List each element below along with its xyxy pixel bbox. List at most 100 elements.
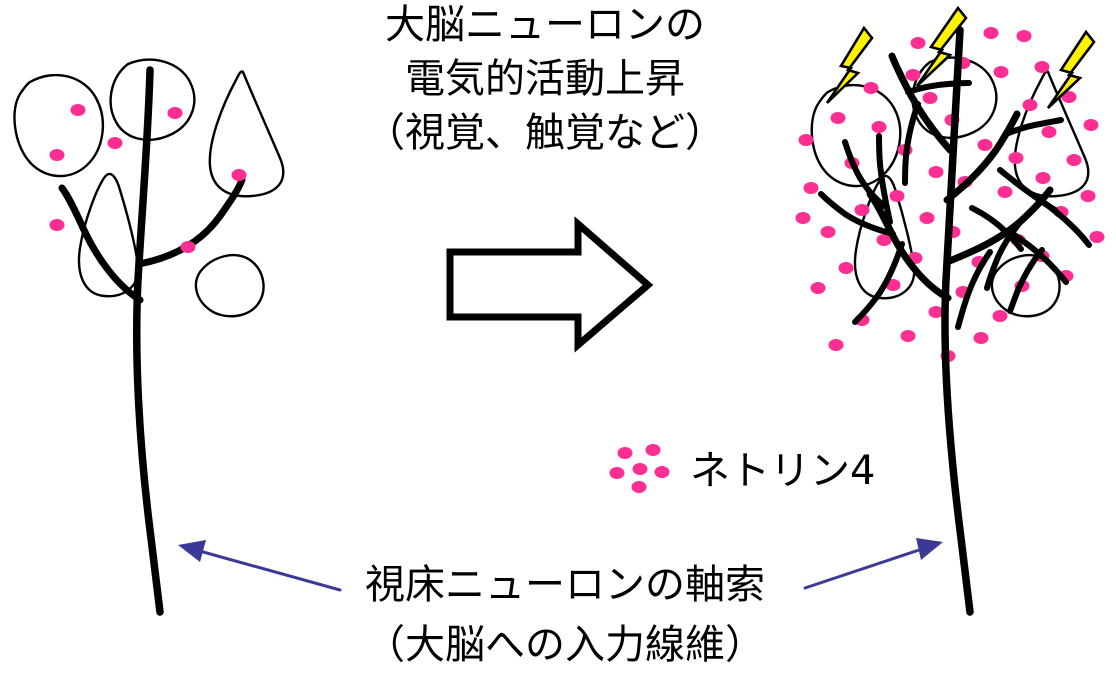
netrin-dot <box>928 166 944 178</box>
axon-twig <box>1007 247 1045 314</box>
annotation-arrow-right-head <box>916 538 943 560</box>
netrin-dot <box>167 107 183 119</box>
netrin-dot <box>973 332 989 344</box>
netrin-dot <box>863 82 879 94</box>
soma-outline <box>810 83 902 188</box>
legend-marker-icon <box>609 444 670 493</box>
netrin-dot <box>838 262 854 274</box>
netrin-dot <box>1016 30 1032 42</box>
soma-outline <box>109 58 196 141</box>
netrin-dot <box>798 134 814 146</box>
lightning-bolt-icon <box>915 5 968 87</box>
axon-twig <box>905 80 972 95</box>
caption-block: 視床ニューロンの軸索 （大脳への入力線維） <box>365 562 765 668</box>
title-line-3: （視覚、触覚など） <box>365 110 725 156</box>
netrin-dot <box>977 139 993 151</box>
netrin-dot <box>1022 99 1038 111</box>
netrin-dot <box>107 137 123 149</box>
netrin-dot <box>854 204 870 216</box>
netrin-dot <box>900 330 916 342</box>
netrin-dot <box>905 69 921 81</box>
legend-dot <box>654 466 670 478</box>
legend-dot <box>632 463 648 475</box>
netrin-dot <box>180 241 196 253</box>
axon-twig <box>1037 197 1092 248</box>
netrin-dot <box>997 186 1013 198</box>
netrin-dot <box>889 190 905 202</box>
netrin-dot <box>919 212 935 224</box>
legend-dot <box>609 467 625 479</box>
netrin-dot <box>820 226 836 238</box>
netrin-dot <box>993 66 1009 78</box>
netrin-dot <box>1083 119 1099 131</box>
soma-outline <box>77 172 140 298</box>
netrin-dot <box>922 92 938 104</box>
soma-group-left <box>13 58 285 318</box>
axon-twig <box>969 205 1024 252</box>
netrin-dot <box>1041 126 1057 138</box>
netrin-dot <box>70 104 86 116</box>
netrin-dot <box>871 121 887 133</box>
transition-arrow-icon <box>446 216 654 353</box>
netrin-dot <box>1080 190 1096 202</box>
netrin-dot <box>828 339 844 351</box>
netrin-dot <box>910 37 926 49</box>
netrin-dot <box>1061 91 1077 103</box>
legend-dot <box>617 447 633 459</box>
axon-branch <box>943 110 1021 204</box>
axon-twig <box>852 241 905 325</box>
axon-trunk <box>133 66 164 616</box>
lightning-bolt-group <box>825 5 1096 109</box>
netrin-dot <box>928 306 944 318</box>
lightning-bolt-icon <box>825 25 874 104</box>
axon-twig <box>1003 117 1064 137</box>
lightning-bolt-icon <box>1046 29 1096 109</box>
netrin-dot <box>810 282 826 294</box>
axon-branch <box>866 190 952 302</box>
soma-outline <box>194 253 265 318</box>
annotation-arrow-left-head <box>178 540 206 562</box>
netrin-dot <box>49 149 65 161</box>
annotation-arrow-left <box>178 540 342 592</box>
soma-outline <box>990 253 1061 318</box>
axon-branch <box>135 176 246 268</box>
netrin-dot <box>1066 154 1082 166</box>
netrin-dot <box>1089 231 1105 243</box>
axon-branch <box>58 184 144 304</box>
title-block: 大脳ニューロンの 電気的活動上昇 （視覚、触覚など） <box>365 2 725 156</box>
netrin-dot <box>1035 172 1051 184</box>
netrin-dot <box>992 310 1008 322</box>
legend-dot <box>645 444 661 456</box>
panel-before <box>13 58 285 616</box>
title-line-2: 電気的活動上昇 <box>405 56 685 102</box>
soma-outline <box>13 73 104 178</box>
axon-twig <box>842 139 887 209</box>
legend-label: ネトリン4 <box>690 448 875 494</box>
axon-trunk <box>941 26 974 616</box>
caption-line-2: （大脳への入力線維） <box>365 622 765 668</box>
legend-dot <box>631 481 647 493</box>
netrin-dot <box>795 212 811 224</box>
axon-twig <box>1007 229 1069 285</box>
annotation-arrow-right <box>803 538 943 590</box>
netrin-dot <box>803 182 819 194</box>
netrin-dots-right <box>795 27 1105 362</box>
netrin-dot <box>1008 152 1024 164</box>
axon-twig <box>955 249 993 330</box>
annotation-arrow-right-line <box>803 546 927 590</box>
netrin-dot <box>231 169 247 181</box>
netrin-dot <box>49 219 65 231</box>
caption-line-1: 視床ニューロンの軸索 <box>365 562 765 608</box>
axon-twig <box>818 191 896 237</box>
title-line-1: 大脳ニューロンの <box>385 2 705 48</box>
annotation-arrow-left-line <box>194 548 342 592</box>
axon-branch <box>888 52 954 154</box>
netrin-dot <box>830 112 846 124</box>
panel-after <box>795 5 1105 616</box>
soma-outline <box>853 174 916 300</box>
axon-twig <box>902 101 921 186</box>
netrin-dots-left <box>49 104 247 253</box>
soma-outline <box>208 70 285 198</box>
